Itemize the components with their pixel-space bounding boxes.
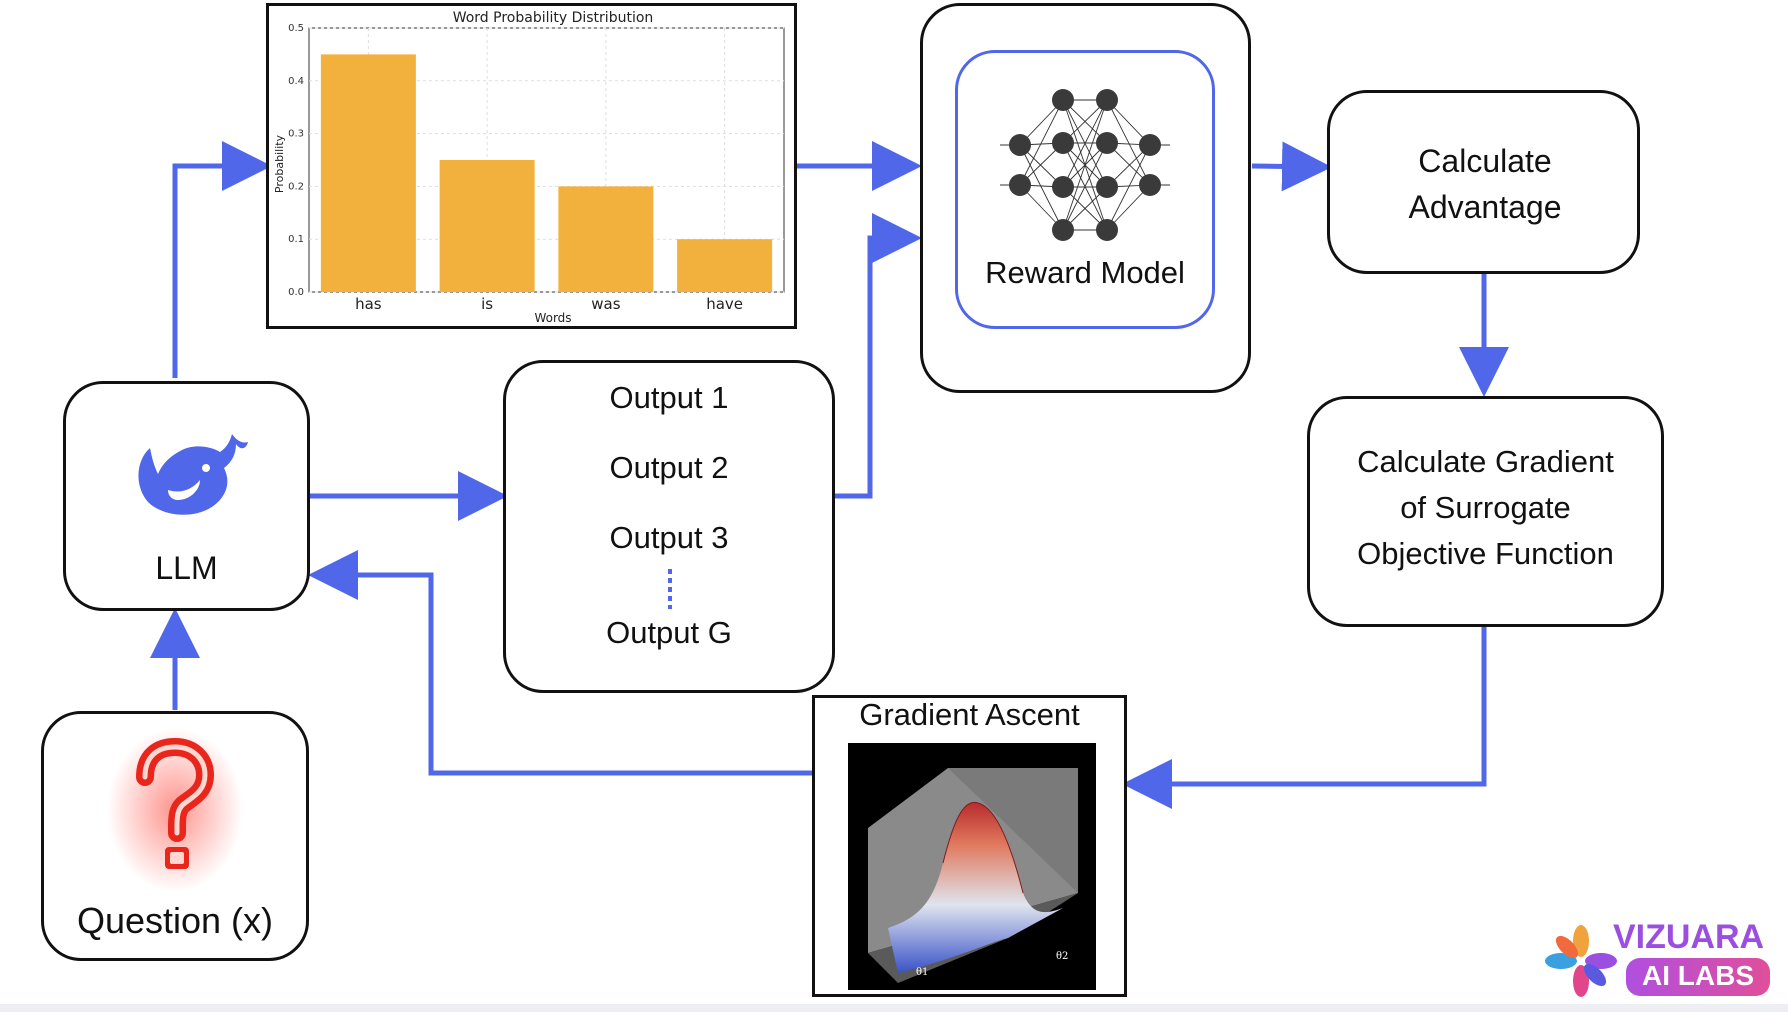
outputs-box	[503, 360, 835, 693]
chart-bar-was	[558, 186, 654, 292]
output-3-label: Output 3	[609, 520, 729, 555]
probability-chart-panel: Word Probability Distribution 0.0 0.1 0.2 0…	[266, 3, 797, 329]
theta-2-label: θ2	[1056, 951, 1068, 962]
gradient-line-1: Calculate Gradient	[1357, 444, 1614, 479]
chart-y-tick-label: 0.0	[288, 287, 304, 298]
chart-x-tick-label: have	[706, 295, 743, 313]
output-g-label: Output G	[606, 615, 732, 650]
calculate-advantage-label: Calculate Advantage	[1408, 143, 1562, 225]
gradient-ascent-label: Gradient Ascent	[859, 697, 1080, 732]
chart-title: Word Probability Distribution	[453, 10, 654, 26]
arrow-llm-to-chart	[172, 141, 272, 378]
reward-model-label: Reward Model	[985, 255, 1185, 290]
arrow-reward-to-advantage	[1251, 141, 1332, 192]
chart-y-tick-label: 0.2	[288, 181, 304, 192]
chart-y-tick-label: 0.3	[288, 129, 304, 140]
probability-bar-chart: Word Probability Distribution 0.0 0.1 0.2 0…	[273, 10, 785, 325]
whale-icon	[138, 434, 248, 515]
question-mark-icon	[107, 728, 243, 892]
bottom-strip	[0, 1004, 1788, 1012]
chart-y-tick-label: 0.5	[288, 23, 304, 34]
arrow-gradient-to-ascent	[1122, 627, 1487, 809]
chart-bar-is	[439, 160, 535, 292]
reward-model-inner-box	[955, 50, 1215, 329]
chart-x-label: Words	[534, 311, 571, 325]
arrow-ascent-to-llm	[308, 550, 812, 776]
calculate-gradient-box	[1307, 396, 1664, 627]
gradient-line-3: Objective Function	[1357, 536, 1614, 571]
chart-axes-frame	[308, 27, 785, 293]
neural-network-icon	[1000, 89, 1170, 241]
chart-y-label: Probability	[273, 134, 286, 193]
output-2-label: Output 2	[609, 450, 729, 485]
chart-x-tick-label: was	[591, 295, 620, 313]
calculate-advantage-box	[1327, 90, 1640, 274]
surface-plot-image: θ1 θ2	[848, 743, 1096, 990]
chart-bar-has	[320, 54, 416, 293]
chart-x-tick-label: has	[355, 295, 382, 313]
theta-1-label: θ1	[916, 967, 928, 978]
chart-y-tick-label: 0.4	[288, 76, 304, 87]
arrow-outputs-to-reward	[835, 213, 922, 499]
chart-y-tick-label: 0.1	[288, 234, 304, 245]
chart-x-tick-label: is	[481, 295, 493, 313]
vertical-ellipsis-icon	[668, 569, 672, 609]
llm-label: LLM	[155, 550, 218, 586]
logo-badge	[1626, 958, 1770, 996]
vizuara-flower-logo-icon	[1545, 925, 1617, 997]
question-label: Question (x)	[76, 900, 274, 941]
output-1-label: Output 1	[609, 380, 729, 415]
logo-line-1: VIZUARA	[1613, 918, 1765, 956]
logo-line-2: AI LABS	[1642, 960, 1754, 991]
gradient-line-2: of Surrogate	[1400, 490, 1571, 525]
chart-bar-have	[677, 239, 773, 292]
